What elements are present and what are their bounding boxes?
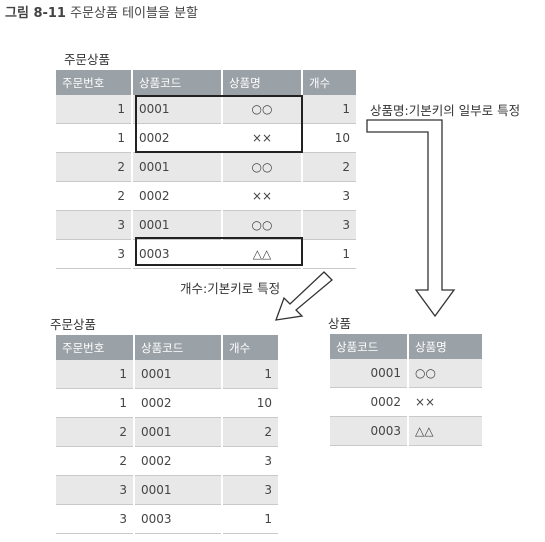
cell: 3 [222, 446, 278, 476]
table-row: 3 0003 1 [56, 504, 278, 534]
cell: 1 [222, 360, 278, 389]
cell: 0001 [134, 475, 223, 505]
table-row: 0002 ×× [330, 387, 482, 417]
cell: 0001 [134, 360, 223, 389]
product-header-product-code: 상품코드 [330, 334, 409, 359]
order-table-caption: 주문상품 [50, 317, 97, 332]
order-header-product-code: 상품코드 [134, 335, 223, 360]
cell: 0002 [132, 123, 223, 153]
annotation-partial-key: 상품명:기본키의 일부로 특정 [370, 103, 521, 118]
cell: 1 [222, 504, 278, 534]
table-row: 3 0001 3 [56, 475, 278, 505]
highlight-box-partial-key [135, 95, 303, 153]
top-table: 주문번호 상품코드 상품명 개수 1 0001 ○○ 1 1 0002 ×× 1… [56, 70, 356, 269]
product-header-product-name: 상품명 [408, 334, 482, 359]
cell: 1 [56, 388, 135, 418]
cell: △△ [408, 416, 482, 446]
cell: 2 [222, 417, 278, 447]
cell: 3 [56, 210, 133, 240]
cell: 0001 [134, 417, 223, 447]
cell: 2 [56, 446, 135, 476]
cell: 3 [56, 239, 133, 269]
cell: 2 [56, 417, 135, 447]
cell: 2 [56, 152, 133, 182]
cell: ○○ [222, 210, 303, 240]
table-row: 0003 △△ [330, 416, 482, 446]
top-header-product-name: 상품명 [222, 70, 303, 95]
order-table: 주문번호 상품코드 개수 1 0001 1 1 0002 10 2 0001 2… [56, 335, 278, 534]
cell: 0003 [134, 504, 223, 534]
cell: 10 [302, 123, 356, 153]
order-header-order-no: 주문번호 [56, 335, 135, 360]
table-row: 3 0001 ○○ 3 [56, 210, 356, 240]
arrow-to-product-table [366, 119, 456, 318]
cell: ×× [222, 181, 303, 211]
cell: 3 [56, 504, 135, 534]
product-table-caption: 상품 [328, 316, 352, 331]
annotation-full-key: 개수:기본키로 특정 [180, 281, 281, 296]
table-row: 3 0003 △△ 1 [56, 239, 356, 269]
cell: 0001 [132, 95, 223, 124]
cell: 2 [56, 181, 133, 211]
table-row: 2 0002 3 [56, 446, 278, 476]
cell: 0002 [134, 388, 223, 418]
cell: 0001 [330, 359, 409, 388]
cell: 0002 [134, 446, 223, 476]
cell: 3 [302, 210, 356, 240]
table-row: 2 0001 2 [56, 417, 278, 447]
table-row: 1 0001 ○○ 1 [56, 95, 356, 124]
highlight-box-full-key [135, 237, 303, 266]
figure-title: 그림 8-11 주문상품 테이블을 분할 [5, 2, 198, 21]
cell: ×× [408, 387, 482, 417]
table-row: 1 0002 10 [56, 388, 278, 418]
cell: 1 [56, 123, 133, 153]
cell: 10 [222, 388, 278, 418]
product-table: 상품코드 상품명 0001 ○○ 0002 ×× 0003 △△ [330, 334, 482, 446]
cell: 1 [302, 95, 356, 124]
cell: 2 [302, 152, 356, 182]
top-header-product-code: 상품코드 [132, 70, 223, 95]
top-header-quantity: 개수 [302, 70, 356, 95]
top-table-caption: 주문상품 [64, 52, 111, 67]
cell: 3 [302, 181, 356, 211]
cell: 1 [302, 239, 356, 269]
table-row: 1 0001 1 [56, 360, 278, 389]
table-row: 0001 ○○ [330, 359, 482, 388]
cell: 0001 [132, 152, 223, 182]
cell: 3 [222, 475, 278, 505]
cell: ○○ [408, 359, 482, 388]
order-header-quantity: 개수 [222, 335, 278, 360]
cell: 0003 [330, 416, 409, 446]
cell: 0002 [132, 181, 223, 211]
cell: 1 [56, 360, 135, 389]
table-row: 1 0002 ×× 10 [56, 123, 356, 153]
figure-label: 그림 8-11 [5, 6, 66, 21]
table-row: 2 0002 ×× 3 [56, 181, 356, 211]
cell: ○○ [222, 95, 303, 124]
cell: 1 [56, 95, 133, 124]
cell: 0002 [330, 387, 409, 417]
top-header-order-no: 주문번호 [56, 70, 133, 95]
cell: 0001 [132, 210, 223, 240]
arrow-to-order-table [275, 271, 333, 321]
figure-title-text: 주문상품 테이블을 분할 [70, 6, 198, 21]
cell: ○○ [222, 152, 303, 182]
table-row: 2 0001 ○○ 2 [56, 152, 356, 182]
cell: 3 [56, 475, 135, 505]
